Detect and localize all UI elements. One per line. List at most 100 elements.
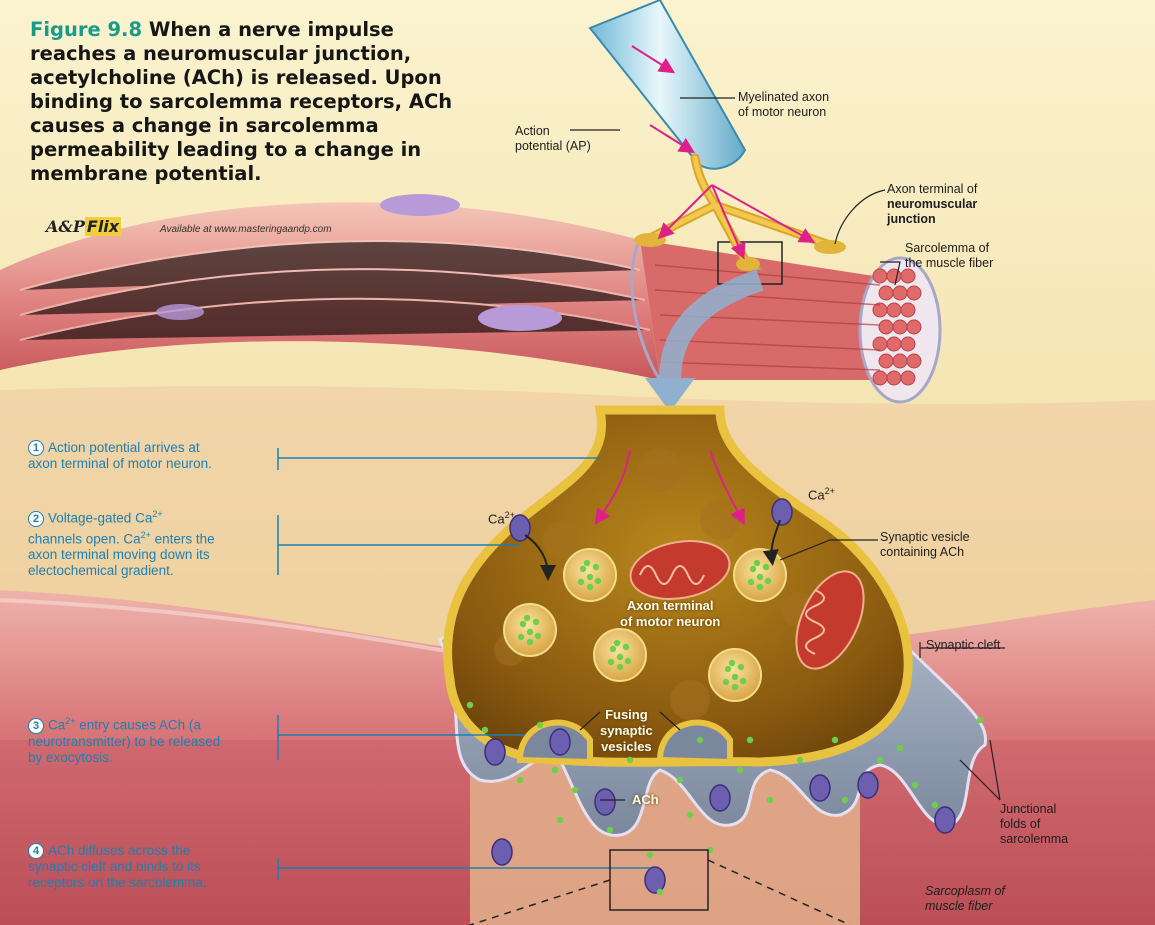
- logo-flix: Flix: [85, 217, 121, 236]
- ach-molecule: [897, 745, 903, 751]
- figure-title: Figure 9.8 When a nerve impulse reaches …: [30, 18, 460, 186]
- myofibril-end: [887, 269, 901, 283]
- myofibril-end: [879, 286, 893, 300]
- ach-receptor: [645, 867, 665, 893]
- myofibril-end: [879, 320, 893, 334]
- label-ach: ACh: [632, 792, 659, 808]
- ach-molecule: [535, 633, 541, 639]
- ach-molecule: [580, 566, 586, 572]
- myofibril-end: [893, 286, 907, 300]
- ach-molecule: [578, 579, 584, 585]
- ach-molecule: [533, 619, 539, 625]
- ach-molecule: [732, 674, 738, 680]
- ach-molecule: [608, 659, 614, 665]
- ach-molecule: [617, 664, 623, 670]
- ach-molecule: [595, 578, 601, 584]
- ach-molecule: [765, 578, 771, 584]
- ach-molecule: [754, 560, 760, 566]
- ach-molecule: [520, 621, 526, 627]
- figure-number: Figure 9.8: [30, 18, 142, 41]
- ach-molecule: [757, 574, 763, 580]
- ach-molecule: [482, 727, 488, 733]
- ach-molecule: [725, 666, 731, 672]
- myofibril-end: [901, 337, 915, 351]
- ach-receptor: [595, 789, 615, 815]
- myofibril-end: [901, 371, 915, 385]
- myofibril-end: [907, 354, 921, 368]
- myofibril-end: [887, 337, 901, 351]
- ach-molecule: [747, 737, 753, 743]
- ach-molecule: [527, 639, 533, 645]
- ach-molecule: [614, 640, 620, 646]
- ach-molecule: [740, 678, 746, 684]
- ach-molecule: [738, 664, 744, 670]
- ach-molecule: [737, 767, 743, 773]
- ach-molecule: [797, 757, 803, 763]
- myofibril-end: [873, 371, 887, 385]
- ach-molecule: [767, 797, 773, 803]
- ach-molecule: [524, 615, 530, 621]
- ach-molecule: [593, 564, 599, 570]
- ach-molecule: [729, 660, 735, 666]
- ach-molecule: [912, 782, 918, 788]
- ach-molecule: [763, 564, 769, 570]
- myofibril-end: [893, 320, 907, 334]
- ach-receptor: [935, 807, 955, 833]
- myofibril-end: [907, 320, 921, 334]
- ach-molecule: [732, 684, 738, 690]
- ach-molecule: [757, 584, 763, 590]
- ach-molecule: [627, 757, 633, 763]
- ach-molecule: [552, 767, 558, 773]
- label-synaptic-cleft: Synaptic cleft: [926, 638, 1000, 653]
- myofibril-end: [907, 286, 921, 300]
- ach-molecule: [877, 757, 883, 763]
- ca-channel: [772, 499, 792, 525]
- ach-molecule: [687, 812, 693, 818]
- step-4-number: 4: [28, 843, 44, 859]
- label-ca-left: Ca2+: [488, 510, 515, 526]
- ach-molecule: [623, 644, 629, 650]
- ach-molecule: [625, 658, 631, 664]
- label-axon-terminal-nmj: Axon terminal ofneuromuscularjunction: [887, 182, 977, 227]
- ach-molecule: [587, 574, 593, 580]
- ach-molecule: [587, 584, 593, 590]
- step-2-number: 2: [28, 511, 44, 527]
- step-1-number: 1: [28, 440, 44, 456]
- label-ca-right: Ca2+: [808, 486, 835, 502]
- step-3-number: 3: [28, 718, 44, 734]
- ach-receptor: [810, 775, 830, 801]
- ach-molecule: [748, 579, 754, 585]
- myofibril-end: [901, 269, 915, 283]
- ach-molecule: [517, 777, 523, 783]
- ach-molecule: [842, 797, 848, 803]
- ach-molecule: [723, 679, 729, 685]
- myofibril-end: [887, 371, 901, 385]
- ach-molecule: [657, 889, 663, 895]
- ach-molecule: [647, 852, 653, 858]
- ach-receptor: [550, 729, 570, 755]
- myofibril-end: [879, 354, 893, 368]
- ach-molecule: [932, 802, 938, 808]
- ach-molecule: [617, 654, 623, 660]
- myofibril-end: [873, 269, 887, 283]
- ach-molecule: [677, 777, 683, 783]
- myofibril-end: [873, 337, 887, 351]
- ach-molecule: [557, 817, 563, 823]
- ach-molecule: [697, 737, 703, 743]
- ach-receptor: [485, 739, 505, 765]
- ach-molecule: [527, 629, 533, 635]
- ach-receptor: [710, 785, 730, 811]
